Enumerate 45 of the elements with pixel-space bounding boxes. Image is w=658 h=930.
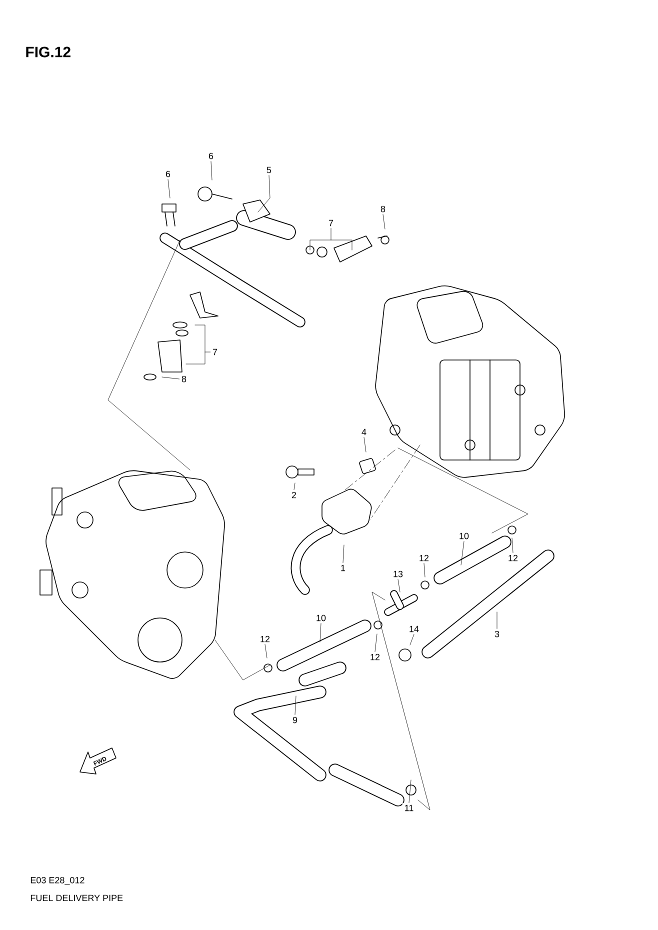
leader-line [424,563,426,578]
leader-line [294,482,296,490]
leader-line [512,538,514,553]
callout-number: 1 [338,562,348,574]
callout-number: 13 [391,568,405,580]
leader-line [168,179,170,198]
callout-number: 10 [314,612,328,624]
callout-number: 8 [378,204,388,214]
callout-number: 9 [290,714,300,726]
leader-line [374,634,378,652]
callout-number: 5 [264,164,274,176]
leader-line [310,228,352,250]
leader-line [320,623,322,642]
callout-number: 8 [180,374,188,384]
leader-line [186,324,210,364]
callout-number: 4 [360,426,368,438]
callout-number: 11 [402,802,416,814]
leader-line [410,634,414,646]
leader-line [364,437,366,452]
leader-line [162,376,180,380]
callout-number: 6 [206,150,216,162]
leader-line [264,644,268,658]
leader-line [258,175,270,212]
callout-number: 14 [407,624,421,634]
leader-line [294,696,296,715]
reference-code: E03 E28_012 [30,876,84,886]
callout-number: 10 [457,530,471,542]
callout-number: 3 [492,628,502,640]
callout-number: 2 [290,490,298,500]
callout-number: 12 [368,652,382,662]
figure-title: FIG.12 [26,46,70,58]
figure-caption: FUEL DELIVERY PIPE [30,894,123,902]
leader-line [210,161,212,180]
leader-line [398,579,400,592]
callout-number: 12 [417,552,431,564]
callout-number: 7 [210,346,220,358]
leader-line [408,780,412,803]
leader-line [342,544,344,563]
leader-line [382,214,386,230]
callout-number: 12 [258,634,272,644]
callout-number: 12 [506,552,520,564]
leader-line [496,612,498,629]
callout-number: 6 [164,168,172,180]
callout-number: 7 [326,218,336,228]
leader-line [460,541,464,566]
